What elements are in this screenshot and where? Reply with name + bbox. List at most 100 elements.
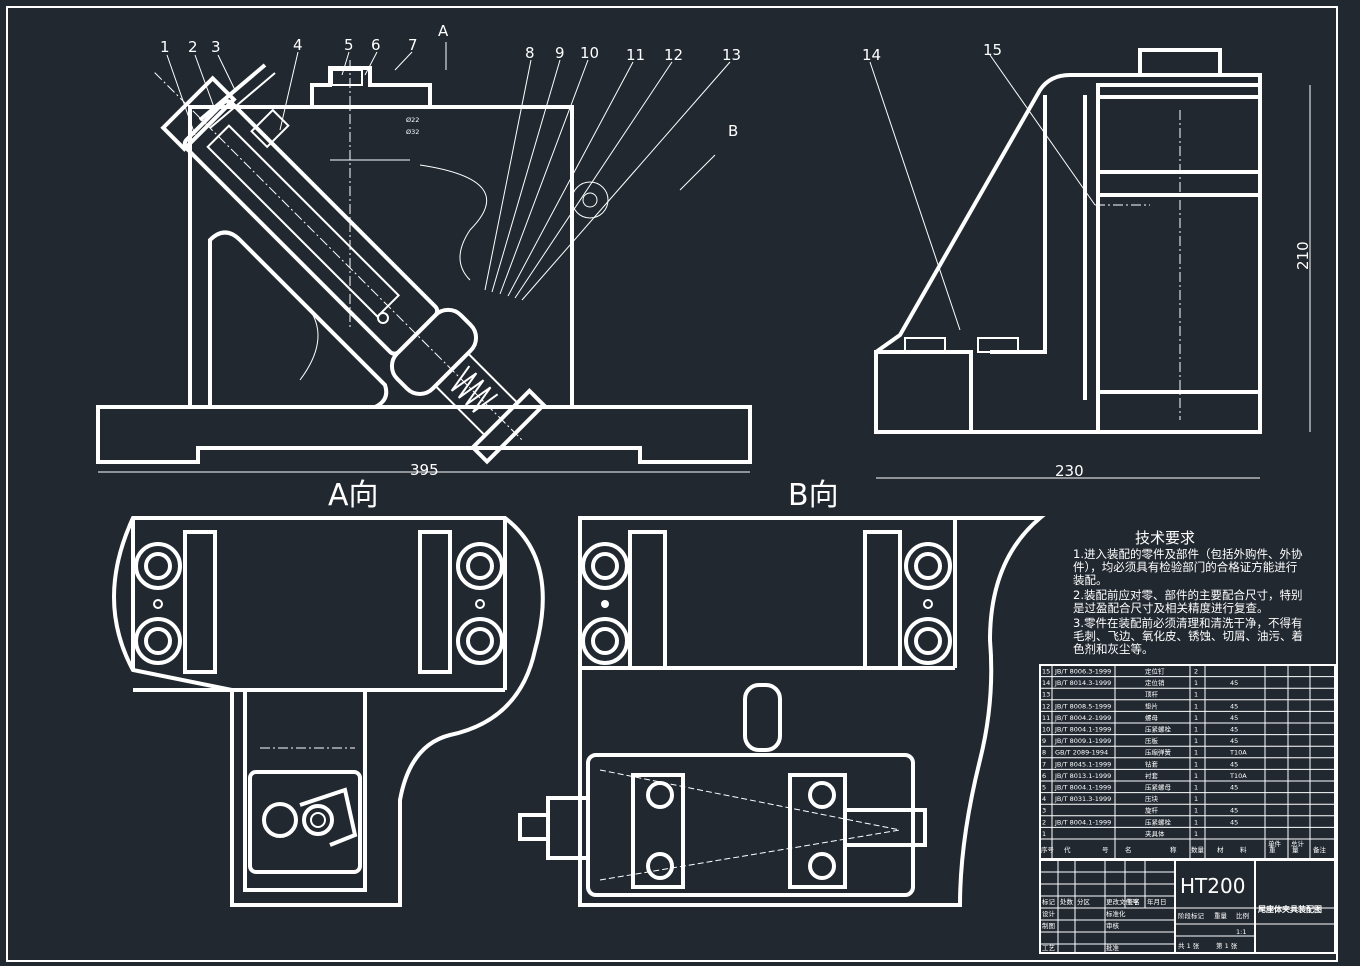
bom-cell-code: JB/T 8004.1-1999 bbox=[1054, 818, 1111, 826]
bom-cell-no: 11 bbox=[1042, 714, 1050, 722]
bom-cell-no: 9 bbox=[1042, 737, 1046, 745]
bom-cell-qty: 1 bbox=[1194, 807, 1198, 815]
tech-req-line-8: 色剂和灰尘等。 bbox=[1073, 642, 1154, 656]
bom-cell-no: 1 bbox=[1042, 830, 1046, 838]
bom-header-name: 名 bbox=[1125, 845, 1132, 854]
bom-cell-no: 12 bbox=[1042, 702, 1050, 710]
dim-230: 230 bbox=[1055, 462, 1084, 480]
bom-cell-name: 定位钉 bbox=[1145, 667, 1165, 676]
tech-req-line-6: 3.零件在装配前必须清理和清洗干净，不得有 bbox=[1073, 616, 1302, 630]
bom-cell-qty: 1 bbox=[1194, 702, 1198, 710]
callout-5: 5 bbox=[344, 36, 354, 54]
bom-header-no: 序号 bbox=[1041, 845, 1055, 854]
material-label: HT200 bbox=[1180, 874, 1245, 898]
side-view: 230 210 bbox=[874, 48, 1312, 480]
bom-cell-name: 衬套 bbox=[1145, 771, 1159, 780]
bom-header-qty: 数量 bbox=[1191, 845, 1205, 854]
tb-draw: 制图 bbox=[1042, 921, 1055, 930]
bom-cell-qty: 1 bbox=[1194, 784, 1198, 792]
bom-header-name2: 称 bbox=[1170, 845, 1177, 854]
dim-dia32: Ø32 bbox=[406, 128, 419, 136]
bom-cell-code: JB/T 8031.3-1999 bbox=[1054, 795, 1111, 803]
tb-process: 工艺 bbox=[1042, 944, 1056, 952]
bom-cell-no: 5 bbox=[1042, 784, 1046, 792]
bom-header-code: 代 bbox=[1064, 845, 1071, 854]
a-view: A向 bbox=[112, 478, 545, 907]
tb-sheet-total: 共 1 张 bbox=[1178, 941, 1200, 950]
bom-cell-mat: 45 bbox=[1230, 726, 1238, 734]
bom-cell-mat: 45 bbox=[1230, 737, 1238, 745]
front-view: 395 Ø22 Ø32 A B bbox=[96, 22, 752, 479]
tech-req-line-3: 装配。 bbox=[1073, 573, 1108, 587]
bom-cell-no: 7 bbox=[1042, 760, 1046, 768]
bom-cell-qty: 1 bbox=[1194, 714, 1198, 722]
view-marker-b: B bbox=[728, 122, 738, 140]
bom-header-weight: 重 bbox=[1269, 846, 1276, 854]
callout-8: 8 bbox=[525, 44, 535, 62]
tech-req-title: 技术要求 bbox=[1135, 529, 1195, 547]
bom-cell-code: JB/T 8008.5-1999 bbox=[1054, 702, 1111, 710]
bom-cell-name: 夹具体 bbox=[1145, 829, 1165, 838]
bom-cell-no: 14 bbox=[1042, 679, 1050, 687]
bom-cell-name: 压紧螺栓 bbox=[1145, 817, 1172, 826]
bom-cell-qty: 1 bbox=[1194, 679, 1198, 687]
bom-cell-qty: 1 bbox=[1194, 830, 1198, 838]
bom-cell-code: JB/T 8013.1-1999 bbox=[1054, 772, 1111, 780]
tb-review: 审核 bbox=[1106, 921, 1120, 930]
callout-numbers: 1 2 3 4 5 6 7 8 9 10 11 12 13 14 15 bbox=[160, 36, 1002, 64]
bom-header-code2: 号 bbox=[1102, 846, 1109, 854]
bom-cell-qty: 1 bbox=[1194, 691, 1198, 699]
bom-cell-qty: 1 bbox=[1194, 760, 1198, 768]
callout-11: 11 bbox=[626, 46, 645, 64]
a-view-title: A向 bbox=[328, 478, 379, 513]
bom-cell-qty: 1 bbox=[1194, 772, 1198, 780]
bom-cell-no: 10 bbox=[1042, 726, 1050, 734]
bom-cell-mat: 45 bbox=[1230, 760, 1238, 768]
bom-cell-name: 定位销 bbox=[1145, 678, 1165, 687]
callout-14: 14 bbox=[862, 46, 881, 64]
bom-cell-mat: 45 bbox=[1230, 679, 1238, 687]
bom-cell-qty: 1 bbox=[1194, 726, 1198, 734]
tech-requirements: 技术要求 1.进入装配的零件及部件（包括外购件、外协 件），均必须具有检验部门的… bbox=[1073, 529, 1303, 656]
bom-cell-name: 顶杆 bbox=[1145, 690, 1159, 699]
tb-date: 年月日 bbox=[1147, 897, 1167, 906]
tech-req-line-2: 件），均必须具有检验部门的合格证方能进行 bbox=[1073, 560, 1297, 574]
tb-change: 更改文件号 bbox=[1106, 897, 1139, 906]
bom-cell-name: 压紧螺母 bbox=[1145, 783, 1172, 792]
tb-design: 设计 bbox=[1042, 909, 1056, 918]
bom-cell-code: JB/T 8006.3-1999 bbox=[1054, 668, 1111, 676]
tb-standard: 标准化 bbox=[1106, 909, 1126, 918]
bom-cell-name: 旋杆 bbox=[1145, 806, 1159, 815]
bom-header-unit: 单件 bbox=[1268, 839, 1282, 848]
bom-cell-no: 4 bbox=[1042, 795, 1046, 803]
dim-dia22: Ø22 bbox=[406, 116, 419, 124]
tech-req-line-4: 2.装配前应对零、部件的主要配合尺寸，特别 bbox=[1073, 588, 1302, 602]
bom-header-mat2: 料 bbox=[1240, 845, 1247, 854]
view-marker-a: A bbox=[438, 22, 449, 40]
bom-cell-code: JB/T 8009.1-1999 bbox=[1054, 737, 1111, 745]
b-view: B向 bbox=[518, 478, 1046, 907]
bom-header-remark: 备注 bbox=[1313, 845, 1327, 854]
bom-cell-mat: 45 bbox=[1230, 714, 1238, 722]
bom-cell-name: 螺母 bbox=[1145, 713, 1159, 722]
callout-9: 9 bbox=[555, 44, 565, 62]
dim-395: 395 bbox=[410, 461, 439, 479]
tb-approve: 批准 bbox=[1106, 943, 1120, 952]
scale-value: 1:1 bbox=[1236, 928, 1246, 936]
bom-cell-qty: 1 bbox=[1194, 737, 1198, 745]
bom-cell-mat: T10A bbox=[1229, 749, 1247, 757]
dim-210: 210 bbox=[1294, 241, 1312, 270]
bom-cell-no: 8 bbox=[1042, 749, 1046, 757]
callout-leaders bbox=[166, 51, 1096, 331]
callout-13: 13 bbox=[722, 46, 741, 64]
callout-2: 2 bbox=[188, 38, 198, 56]
bom-cell-mat: T10A bbox=[1229, 772, 1247, 780]
title-block: HT200 尾座体夹具装配图 1:1 标记 处数 分区 更改文件号 签名 年月日… bbox=[1039, 859, 1336, 954]
bom-cell-qty: 1 bbox=[1194, 749, 1198, 757]
bom-cell-code: JB/T 8004.1-1999 bbox=[1054, 726, 1111, 734]
drawing-name: 尾座体夹具装配图 bbox=[1257, 904, 1322, 914]
bom-header-total: 总计 bbox=[1291, 839, 1305, 848]
callout-15: 15 bbox=[983, 41, 1002, 59]
